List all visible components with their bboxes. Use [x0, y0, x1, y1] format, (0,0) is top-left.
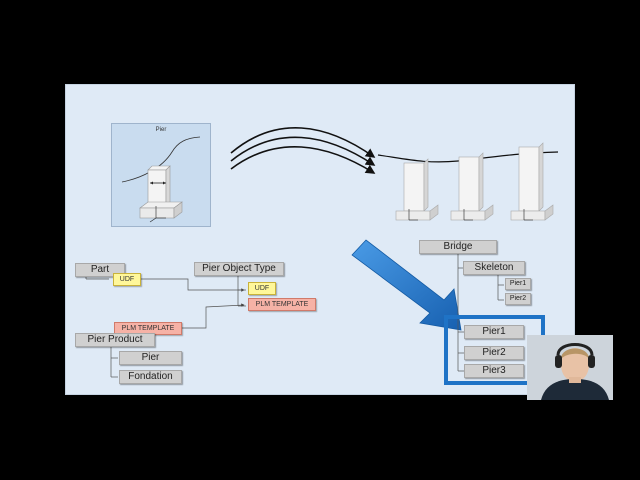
skeleton-node: Skeleton	[463, 261, 525, 275]
part-udf-tag: UDF	[113, 273, 141, 286]
pier2-node: Pier2	[464, 346, 524, 360]
pier-instance-2	[450, 152, 494, 221]
pier1-node: Pier1	[464, 325, 524, 339]
skeleton-item: Pier2	[505, 293, 531, 305]
skeleton-item: Pier1	[505, 278, 531, 290]
pier-panel-title: Pier	[155, 127, 167, 133]
pier-object-type-node: Pier Object Type	[194, 262, 284, 276]
part-node: Part	[75, 263, 125, 277]
pier-sketch-panel: Pier	[111, 123, 211, 227]
pier-object-udf-tag: UDF	[248, 282, 276, 295]
pier3-node: Pier3	[464, 364, 524, 378]
pier-child-node: Pier	[119, 351, 182, 365]
presenter-webcam	[527, 335, 613, 400]
left-tree-connectors	[85, 276, 246, 378]
pier-sketch-drawing	[121, 136, 201, 223]
fondation-child-node: Fondation	[119, 370, 182, 384]
bridge-node: Bridge	[419, 240, 497, 254]
transform-arrows	[230, 127, 376, 174]
pier-instance-1	[395, 158, 439, 221]
big-blue-arrow	[351, 239, 462, 331]
plm-template-tag: PLM TEMPLATE	[114, 322, 182, 335]
pier-object-plm-template-tag: PLM TEMPLATE	[248, 298, 316, 311]
pier-product-node: Pier Product	[75, 333, 155, 347]
slide-graphics	[85, 127, 559, 378]
right-tree-connectors	[457, 254, 504, 372]
presenter-image	[527, 335, 613, 400]
pier-instance-3	[510, 142, 554, 221]
slide: Pier	[65, 84, 575, 395]
